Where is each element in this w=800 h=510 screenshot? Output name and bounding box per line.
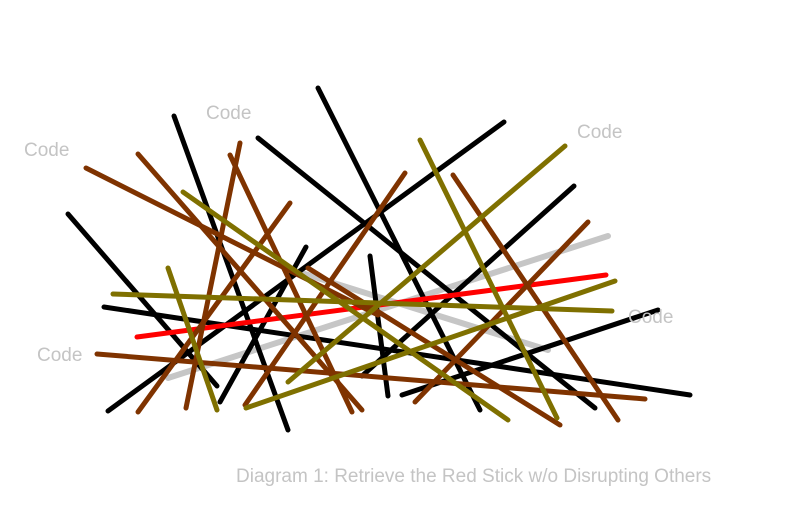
black-stick <box>255 135 598 411</box>
brown-stick <box>83 165 381 318</box>
olive-stick <box>417 137 560 421</box>
olive-stick <box>180 189 511 423</box>
brown-stick <box>135 151 365 413</box>
code-label: Code <box>577 122 622 143</box>
brown-stick <box>94 351 648 402</box>
code-label: Code <box>206 103 251 124</box>
gray-stick <box>165 233 611 381</box>
brown-stick <box>305 265 563 428</box>
black-stick <box>65 211 220 389</box>
code-label: Code <box>628 307 673 328</box>
brown-stick <box>135 200 293 415</box>
olive-stick <box>165 265 220 413</box>
code-label: Code <box>24 140 69 161</box>
code-label: Code <box>37 345 82 366</box>
black-stick <box>367 253 391 399</box>
black-stick <box>171 113 291 433</box>
olive-stick <box>285 143 568 385</box>
brown-stick <box>227 152 355 415</box>
diagram-caption: Diagram 1: Retrieve the Red Stick w/o Di… <box>236 466 711 487</box>
olive-stick <box>243 278 618 411</box>
